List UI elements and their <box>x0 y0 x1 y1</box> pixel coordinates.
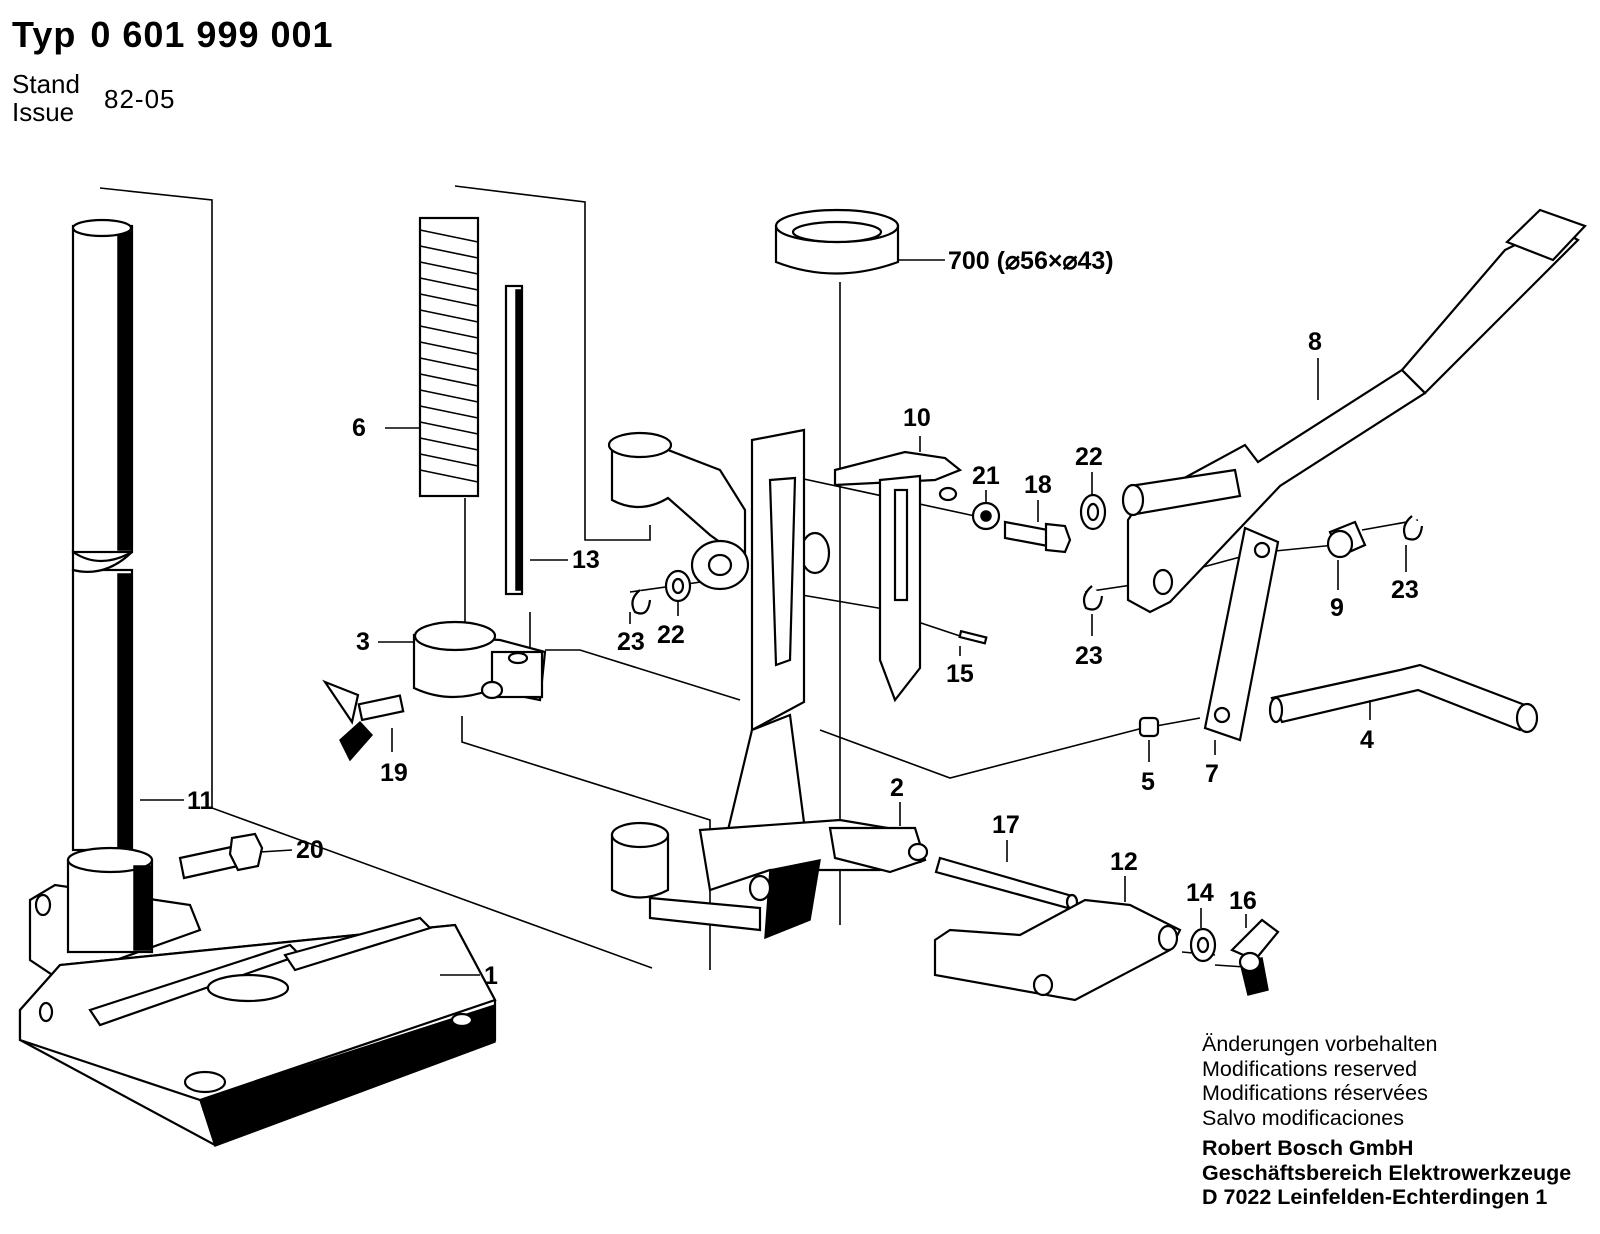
part-18-screw <box>1003 520 1072 554</box>
part-10-depth-stop <box>833 450 963 703</box>
callout-14: 14 <box>1186 879 1214 907</box>
type-title: Typ 0 601 999 001 <box>12 14 334 56</box>
callout-3: 3 <box>356 628 370 656</box>
callout-23-mid: 23 <box>1075 642 1103 670</box>
callout-11: 11 <box>187 787 214 815</box>
callout-700: 700 (⌀56×⌀43) <box>948 247 1114 275</box>
callout-20: 20 <box>296 836 324 864</box>
footer-company: Robert Bosch GmbH <box>1202 1136 1414 1160</box>
footer-line-de: Änderungen vorbehalten <box>1202 1032 1438 1056</box>
callout-7: 7 <box>1205 760 1219 788</box>
footer-line-fr: Modifications réservées <box>1202 1081 1428 1105</box>
footer-notice: Änderungen vorbehalten Modifications res… <box>1202 1032 1571 1210</box>
part-12-clamp-bracket <box>933 898 1182 1002</box>
issue-value: 82-05 <box>104 84 176 114</box>
issue-label: Issue <box>12 97 75 127</box>
part-15-pin <box>958 629 988 645</box>
callout-12: 12 <box>1110 848 1138 876</box>
callout-1: 1 <box>484 962 498 990</box>
part-22-washer-left <box>664 569 692 603</box>
part-11-column <box>71 218 134 852</box>
part-3-clamp-collar <box>412 620 547 702</box>
callout-18: 18 <box>1024 471 1052 499</box>
part-4-handle <box>1268 663 1539 734</box>
callout-23-right: 23 <box>1391 576 1419 604</box>
footer-address: D 7022 Leinfelden-Echterdingen 1 <box>1202 1185 1548 1209</box>
callout-19: 19 <box>380 759 408 787</box>
callout-2: 2 <box>890 774 904 802</box>
callout-23-left: 23 <box>617 628 645 656</box>
part-19-wing-screw <box>322 679 405 762</box>
typ-label: Typ <box>12 14 77 55</box>
callout-6: 6 <box>352 414 366 442</box>
callout-10: 10 <box>903 404 931 432</box>
part-700-ring <box>774 208 945 275</box>
callout-5: 5 <box>1141 768 1155 796</box>
part-14-washer <box>1189 927 1217 963</box>
part-22-washer-right <box>1079 493 1107 531</box>
callout-22-right: 22 <box>1075 443 1103 471</box>
part-16-wing-nut <box>1230 918 1280 996</box>
callout-17: 17 <box>992 811 1020 839</box>
callout-21: 21 <box>972 462 1000 490</box>
part-21-washer <box>971 501 1001 531</box>
part-9-sleeve <box>1326 520 1367 559</box>
callout-16: 16 <box>1229 887 1257 915</box>
callout-13: 13 <box>572 546 600 574</box>
callouts: 6 13 3 19 11 20 1 23 22 10 21 18 22 8 9 … <box>140 247 1419 990</box>
callout-15: 15 <box>946 660 974 688</box>
stand-label: Stand <box>12 69 80 99</box>
part-5-bushing <box>1138 716 1160 738</box>
part-23-clip-right <box>1402 515 1424 541</box>
callout-8: 8 <box>1308 328 1322 356</box>
callout-4: 4 <box>1360 726 1374 754</box>
part-8-lever <box>1121 208 1587 614</box>
typ-number: 0 601 999 001 <box>90 14 334 55</box>
part-17-threaded-rod <box>934 856 1079 911</box>
callout-9: 9 <box>1330 594 1344 622</box>
stand-issue-labels: Stand Issue <box>12 70 80 126</box>
footer-division: Geschäftsbereich Elektrowerkzeuge <box>1202 1160 1572 1185</box>
part-1-base-plate <box>18 846 497 1147</box>
part-23-clip-mid <box>1082 585 1104 611</box>
footer-line-es: Salvo modificaciones <box>1202 1105 1404 1130</box>
upper-housing <box>607 431 831 591</box>
part-23-clip-left <box>631 589 652 615</box>
part-13-rod <box>504 284 524 596</box>
part-6-spring <box>418 216 480 498</box>
part-20-bolt <box>178 832 264 880</box>
part-7-link <box>1203 526 1280 742</box>
main-frame <box>610 428 929 940</box>
callout-22-left: 22 <box>657 621 685 649</box>
footer-line-en: Modifications reserved <box>1202 1056 1418 1081</box>
